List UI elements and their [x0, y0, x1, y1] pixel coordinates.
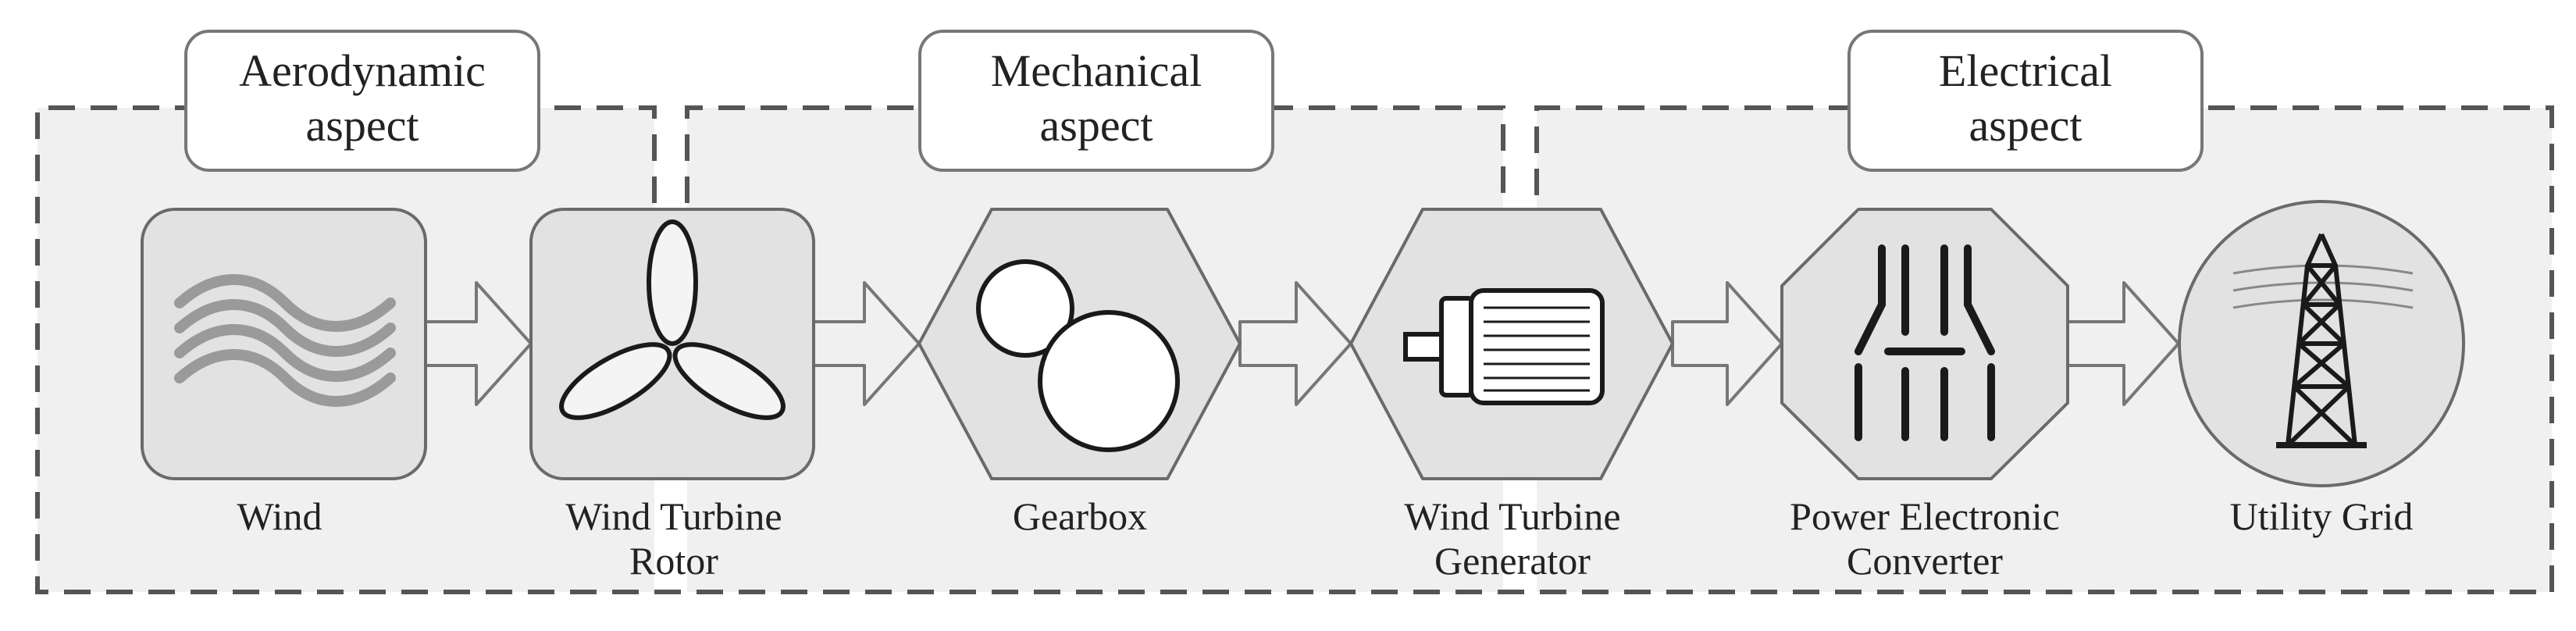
wind-node: Wind [141, 208, 427, 538]
arrow-wind-to-rotor [424, 281, 533, 406]
rotor-node: Wind Turbine Rotor [529, 208, 815, 583]
aspect-region-borders [35, 105, 2554, 594]
svg-text:aspect: aspect [1969, 100, 2083, 151]
mechanical-region-border [685, 105, 1505, 203]
electrical-aspect-label: Electrical aspect [1847, 30, 2204, 172]
svg-text:aspect: aspect [306, 100, 419, 151]
transmission-tower-icon [2232, 233, 2414, 448]
gearbox-node: Gearbox [917, 208, 1242, 538]
svg-text:aspect: aspect [1040, 100, 1153, 151]
svg-text:Aerodynamic: Aerodynamic [239, 45, 486, 96]
power-converter-icon [1855, 244, 1995, 441]
generator-label-line1: Wind Turbine [1404, 494, 1620, 538]
svg-text:Electrical: Electrical [1939, 45, 2112, 96]
converter-node: Power Electronic Converter [1780, 208, 2069, 583]
converter-label-line1: Power Electronic [1790, 494, 2060, 538]
aerodynamic-aspect-label: Aerodynamic aspect [184, 30, 540, 172]
flow-arrows [424, 281, 2180, 406]
converter-label-line2: Converter [1847, 539, 2003, 583]
wind-label: Wind [237, 494, 322, 538]
generator-label-line2: Generator [1434, 539, 1591, 583]
grid-node: Utility Grid [2178, 200, 2465, 538]
generator-motor-icon [1403, 288, 1605, 405]
rotor-label-line2: Rotor [629, 539, 718, 583]
grid-label: Utility Grid [2230, 494, 2414, 538]
turbine-rotor-icon [559, 219, 786, 420]
arrow-generator-to-converter [1671, 281, 1783, 406]
generator-node: Wind Turbine Generator [1349, 208, 1674, 583]
aerodynamic-region-border [35, 105, 2554, 594]
arrow-gearbox-to-generator [1238, 281, 1352, 406]
arrow-rotor-to-gearbox [812, 281, 921, 406]
mechanical-aspect-label: Mechanical aspect [918, 30, 1274, 172]
svg-text:Mechanical: Mechanical [991, 45, 1202, 96]
wind-waves-icon [174, 274, 396, 407]
gears-icon [976, 259, 1180, 452]
gearbox-label: Gearbox [1013, 494, 1147, 538]
rotor-label-line1: Wind Turbine [565, 494, 782, 538]
arrow-converter-to-grid [2066, 281, 2180, 406]
